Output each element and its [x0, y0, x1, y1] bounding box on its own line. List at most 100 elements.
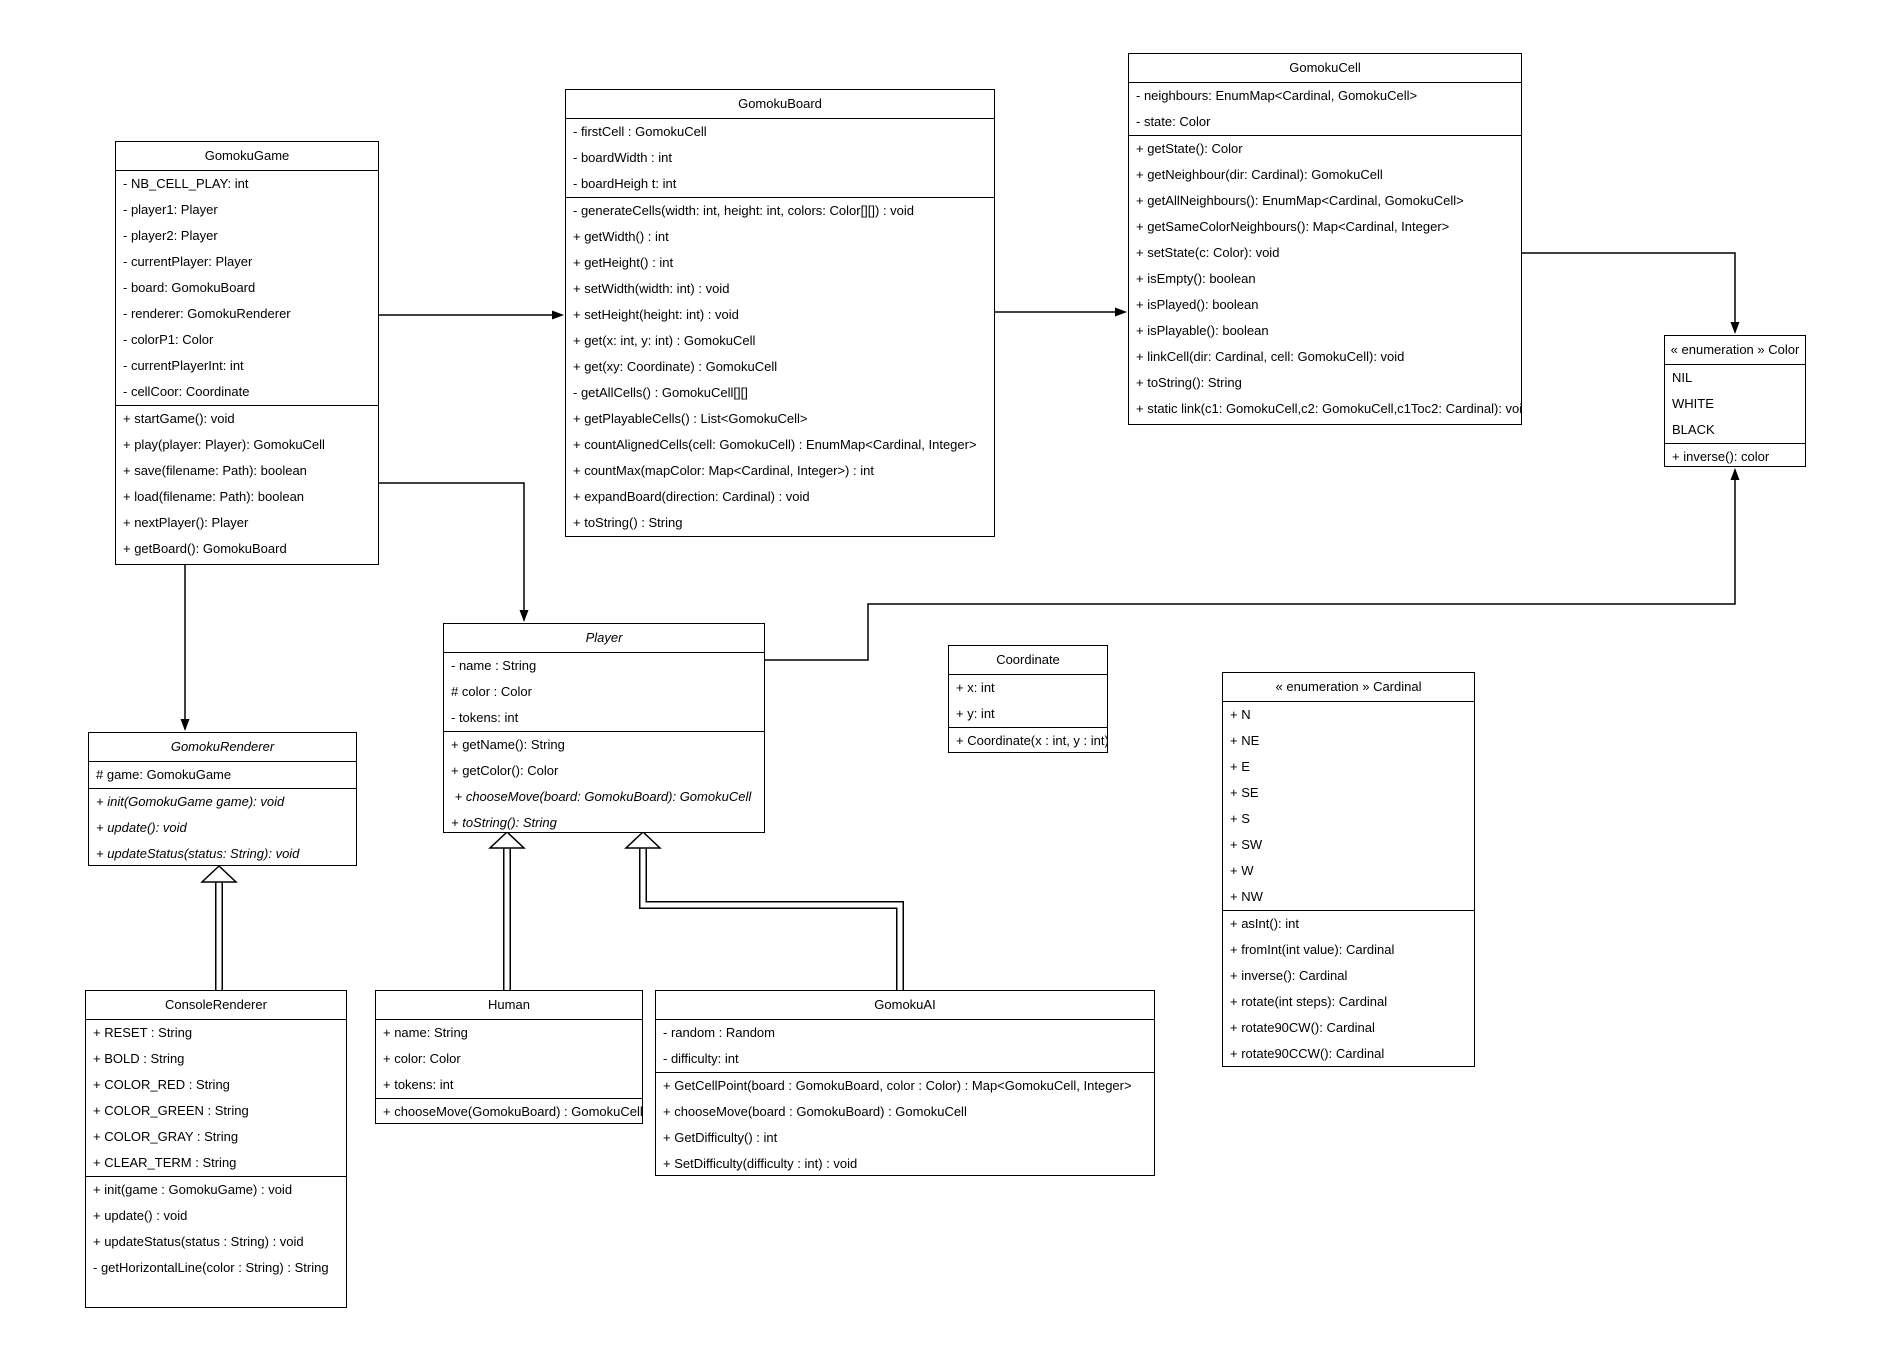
- class-player[interactable]: Player - name : String # color : Color - to…: [443, 623, 765, 833]
- class-coordinate[interactable]: Coordinate+ x: int+ y: int+ Coordinate(x…: [948, 645, 1108, 753]
- class-member: + inverse(): color: [1672, 449, 1770, 464]
- class-member: + getWidth() : int: [573, 229, 669, 244]
- class-member: + load(filename: Path): boolean: [123, 489, 305, 504]
- class-member: + chooseMove(board: GomokuBoard): Gomoku…: [451, 789, 752, 804]
- class-member: BLACK: [1672, 422, 1715, 437]
- class-member: + update(): void: [96, 820, 187, 835]
- class-enum-cardinal[interactable]: « enumeration » Cardinal+ N+ NE+ E+ SE+ …: [1222, 672, 1475, 1067]
- class-gomoku-ai[interactable]: GomokuAI - random : Random - difficulty: i…: [655, 990, 1155, 1176]
- class-member: + getSameColorNeighbours(): Map<Cardinal…: [1136, 219, 1450, 234]
- class-member: + chooseMove(board : GomokuBoard) : Gomo…: [663, 1104, 967, 1119]
- class-section: + inverse(): color: [1665, 443, 1805, 466]
- class-member: - random : Random: [663, 1025, 775, 1040]
- class-member: + countMax(mapColor: Map<Cardinal, Integ…: [573, 463, 874, 478]
- class-member: - player2: Player: [123, 228, 218, 243]
- class-member: + GetCellPoint(board : GomokuBoard, colo…: [663, 1078, 1132, 1093]
- class-gomoku-renderer[interactable]: GomokuRenderer# game: GomokuGame+ init(G…: [88, 732, 357, 866]
- class-section: + N+ NE+ E+ SE+ S+ SW+ W+ NW: [1223, 701, 1474, 910]
- class-section: + startGame(): void+ play(player: Player…: [116, 405, 378, 562]
- class-member: - generateCells(width: int, height: int,…: [573, 203, 915, 218]
- class-member: + tokens: int: [383, 1077, 454, 1092]
- class-gomoku-board[interactable]: GomokuBoard - firstCell : GomokuCell - boa…: [565, 89, 995, 537]
- class-member: + nextPlayer(): Player: [123, 515, 249, 530]
- class-member: + getName(): String: [451, 737, 565, 752]
- class-member: + x: int: [956, 680, 995, 695]
- class-member: + SetDifficulty(difficulty : int) : void: [663, 1156, 858, 1171]
- class-title-player: Player: [585, 630, 623, 645]
- connector-game-to-renderer: [180, 565, 190, 731]
- class-section: + init(GomokuGame game): void + update():…: [89, 788, 356, 865]
- class-member: + getNeighbour(dir: Cardinal): GomokuCel…: [1136, 167, 1383, 182]
- class-member: + BOLD : String: [93, 1051, 185, 1066]
- class-gomoku-cell[interactable]: GomokuCell - neighbours: EnumMap<Cardinal…: [1128, 53, 1522, 425]
- class-member: + isEmpty(): boolean: [1136, 271, 1256, 286]
- class-console-renderer[interactable]: ConsoleRenderer+ RESET : String+ BOLD : …: [85, 990, 347, 1308]
- hollow-arrowhead: [200, 864, 238, 883]
- class-section: + getState(): Color + getNeighbour(dir: C…: [1129, 135, 1521, 422]
- connector-board-to-cell: [995, 307, 1127, 317]
- connector-human-extends-player: [488, 830, 526, 990]
- class-member: - renderer: GomokuRenderer: [123, 306, 291, 321]
- class-member: - NB_CELL_PLAY: int: [123, 176, 249, 191]
- class-member: - name : String: [451, 658, 537, 673]
- class-section: + init(game : GomokuGame) : void+ update…: [86, 1176, 346, 1281]
- class-member: + countAlignedCells(cell: GomokuCell) : …: [573, 437, 977, 452]
- class-section: + getName(): String + getColor(): Color +…: [444, 731, 764, 832]
- class-section: + name: String+ color: Color+ tokens: in…: [376, 1019, 642, 1098]
- class-member: + static link(c1: GomokuCell,c2: GomokuC…: [1136, 401, 1522, 416]
- class-member: - colorP1: Color: [123, 332, 214, 347]
- class-member: + fromInt(int value): Cardinal: [1230, 942, 1395, 957]
- class-member: + toString(): String: [451, 815, 557, 830]
- class-member: - getHorizontalLine(color : String) : St…: [93, 1260, 329, 1275]
- class-human[interactable]: Human + name: String+ color: Color+ token…: [375, 990, 643, 1124]
- class-member: - difficulty: int: [663, 1051, 739, 1066]
- class-section: + Coordinate(x : int, y : int): [949, 727, 1107, 752]
- class-title-gomoku-board: GomokuBoard: [738, 96, 822, 111]
- class-member: + updateStatus(status : String) : void: [93, 1234, 304, 1249]
- class-member: - board: GomokuBoard: [123, 280, 256, 295]
- class-member: + expandBoard(direction: Cardinal) : voi…: [573, 489, 810, 504]
- class-member: - boardWidth : int: [573, 150, 672, 165]
- class-member: + toString() : String: [573, 515, 683, 530]
- hollow-arrowhead: [488, 830, 526, 849]
- class-member: + toString(): String: [1136, 375, 1242, 390]
- hollow-arrowhead: [624, 830, 662, 849]
- class-title-gomoku-cell: GomokuCell: [1289, 60, 1361, 75]
- class-member: + rotate(int steps): Cardinal: [1230, 994, 1388, 1009]
- class-member: + getPlayableCells() : List<GomokuCell>: [573, 411, 808, 426]
- class-member: NIL: [1672, 370, 1693, 385]
- class-member: - boardHeigh t: int: [573, 176, 677, 191]
- class-title-human: Human: [488, 997, 530, 1012]
- class-member: + NE: [1230, 733, 1260, 748]
- class-title-gomoku-ai: GomokuAI: [874, 997, 936, 1012]
- class-member: - firstCell : GomokuCell: [573, 124, 707, 139]
- connector-consolerenderer-extends-gomokurenderer: [200, 864, 238, 990]
- class-member: + setHeight(height: int) : void: [573, 307, 739, 322]
- class-member: + get(xy: Coordinate) : GomokuCell: [573, 359, 778, 374]
- class-member: # color : Color: [451, 684, 532, 699]
- class-member: + get(x: int, y: int) : GomokuCell: [573, 333, 756, 348]
- class-member: - neighbours: EnumMap<Cardinal, GomokuCe…: [1136, 88, 1418, 103]
- class-member: + getState(): Color: [1136, 141, 1243, 156]
- class-member: + init(GomokuGame game): void: [96, 794, 285, 809]
- class-title-console-renderer: ConsoleRenderer: [165, 997, 267, 1012]
- class-member: - tokens: int: [451, 710, 519, 725]
- class-title-gomoku-game: GomokuGame: [204, 148, 290, 163]
- class-gomoku-game[interactable]: GomokuGame- NB_CELL_PLAY: int- player1: …: [115, 141, 379, 565]
- class-member: + NW: [1230, 889, 1263, 904]
- arrowhead: [552, 310, 564, 320]
- arrowhead: [180, 719, 190, 731]
- class-section: - name : String # color : Color - tokens: …: [444, 652, 764, 731]
- class-member: + chooseMove(GomokuBoard) : GomokuCell: [383, 1104, 643, 1119]
- class-member: + setState(c: Color): void: [1136, 245, 1280, 260]
- class-title-coordinate: Coordinate: [996, 652, 1060, 667]
- class-member: + getColor(): Color: [451, 763, 559, 778]
- class-member: + save(filename: Path): boolean: [123, 463, 307, 478]
- class-member: + rotate90CCW(): Cardinal: [1230, 1046, 1385, 1061]
- class-member: - currentPlayerInt: int: [123, 358, 244, 373]
- class-member: + SW: [1230, 837, 1263, 852]
- connector-game-to-player: [379, 482, 529, 622]
- class-member: - state: Color: [1136, 114, 1211, 129]
